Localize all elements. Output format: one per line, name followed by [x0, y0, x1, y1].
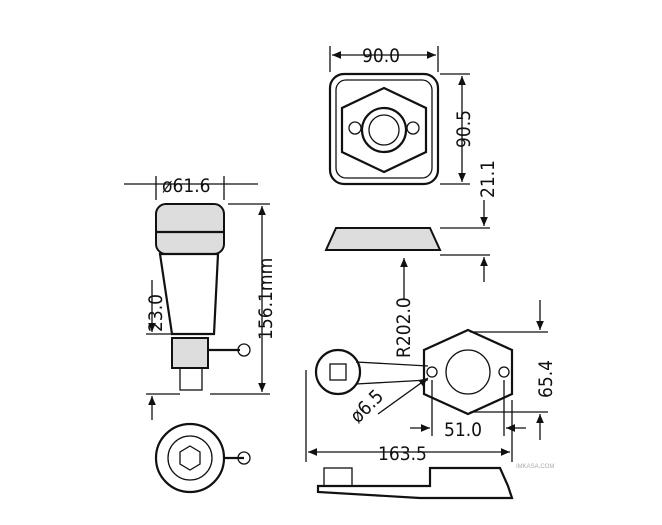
top-view-plate: [328, 72, 440, 186]
dim-top-height: 90.5: [440, 73, 475, 185]
dim-total-height: 156.1mm: [210, 203, 277, 395]
dim-diameter-label: ø61.6: [162, 175, 211, 197]
dim-base-height-label: 21.1: [477, 160, 499, 198]
side-view-light: [155, 203, 251, 391]
dim-mount-height-label: 65.4: [535, 360, 557, 398]
mount-top-view: [314, 328, 514, 416]
dim-total-length: 163.5: [305, 370, 513, 465]
dim-hole-spacing-label: 51.0: [444, 419, 482, 441]
dim-lower-height-label: 23.0: [145, 294, 167, 332]
dim-hole-label: ø6.5: [346, 385, 388, 427]
dim-total-height-label: 156.1mm: [255, 258, 277, 340]
dim-top-width-label: 90.0: [362, 45, 400, 67]
watermark: IMKASA.COM: [516, 464, 554, 470]
dim-total-length-label: 163.5: [378, 443, 427, 465]
mount-side-view: [316, 466, 514, 500]
dim-radius-label: R202.0: [393, 297, 415, 358]
side-view-plate: 21.1 R202.0: [324, 160, 499, 358]
dim-top-width: 90.0: [329, 45, 439, 72]
bottom-view-light: [154, 422, 251, 494]
dim-mount-height: 65.4: [470, 300, 557, 440]
dim-top-height-label: 90.5: [453, 110, 475, 148]
dim-diameter: ø61.6: [124, 175, 258, 200]
dim-hole: ø6.5: [346, 377, 429, 428]
dim-lower-height: 23.0: [145, 280, 180, 420]
dim-hole-spacing: 51.0: [410, 380, 526, 441]
